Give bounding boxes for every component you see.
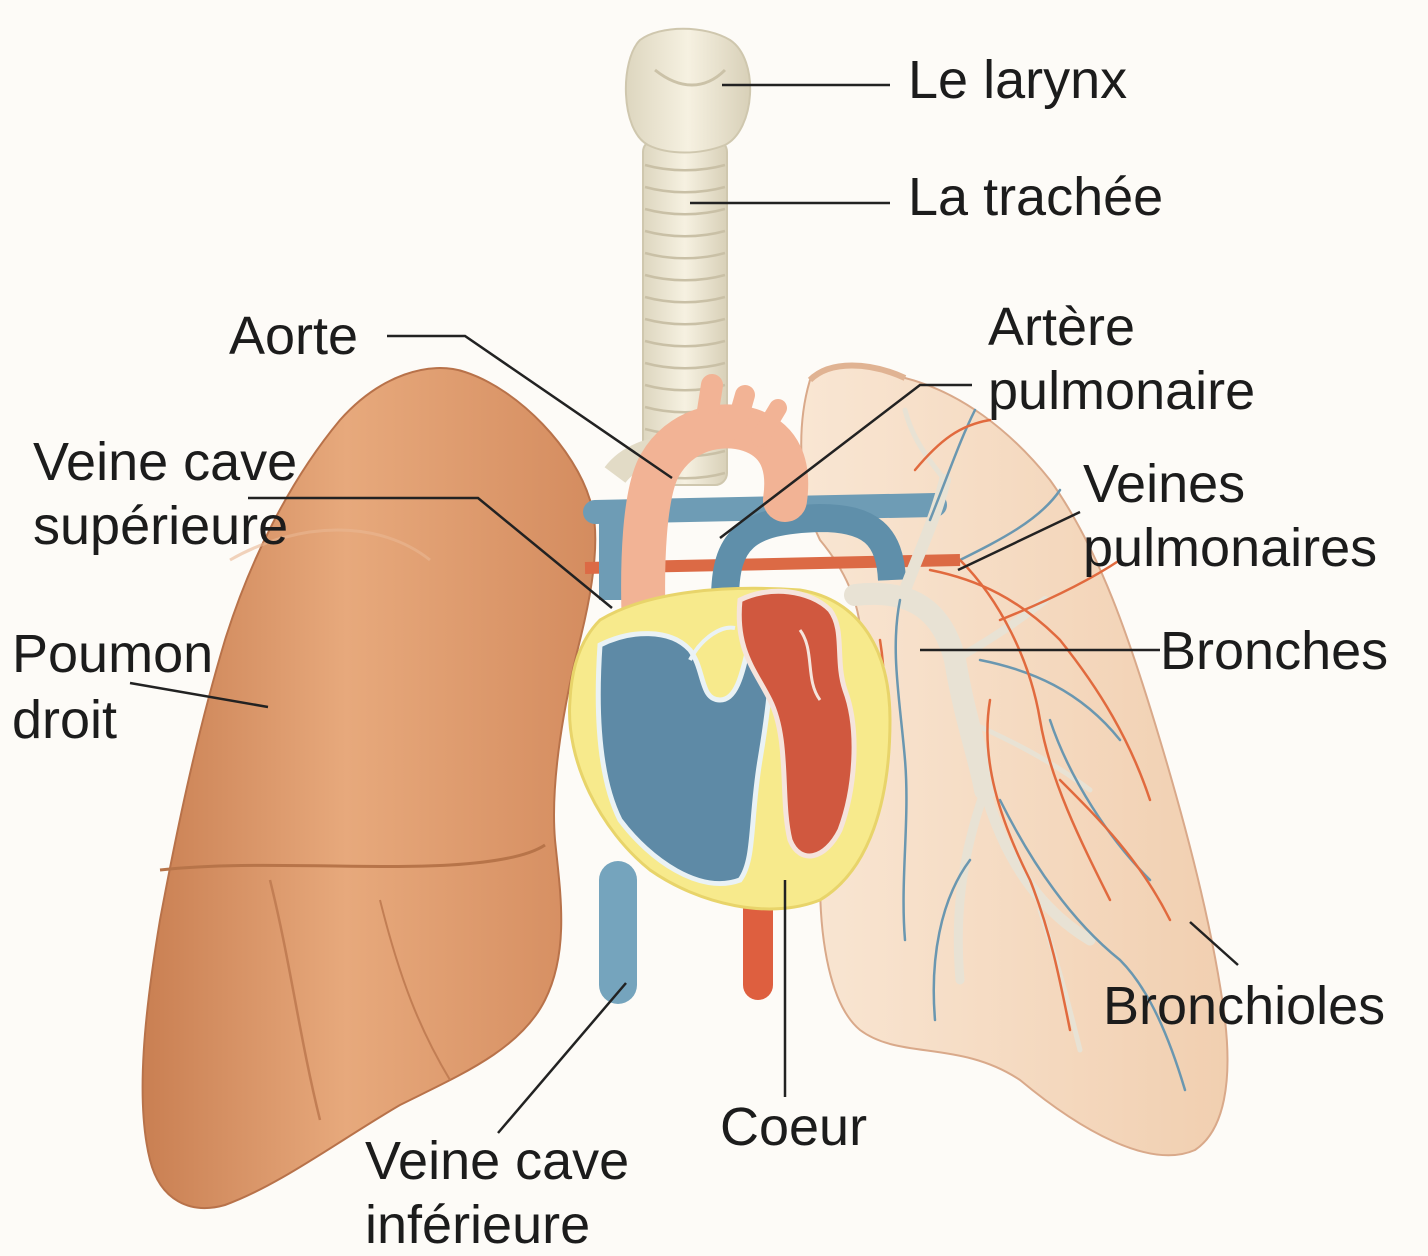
label-superior-vena-cava-line1: Veine cave (33, 431, 297, 493)
label-larynx: Le larynx (908, 49, 1127, 111)
label-pulmonary-artery-line2: pulmonaire (988, 360, 1255, 422)
label-pulmonary-artery-line1: Artère (988, 296, 1135, 358)
label-pulmonary-veins-line1: Veines (1083, 453, 1245, 515)
label-inferior-vena-cava-line2: inférieure (365, 1194, 590, 1256)
label-aorta: Aorte (229, 305, 358, 367)
heart (570, 588, 890, 909)
label-heart: Coeur (720, 1096, 867, 1158)
label-right-lung-line1: Poumon (12, 623, 213, 685)
label-inferior-vena-cava-line1: Veine cave (365, 1130, 629, 1192)
label-pulmonary-veins-line2: pulmonaires (1083, 517, 1377, 579)
label-bronchioles: Bronchioles (1103, 975, 1385, 1037)
label-right-lung-line2: droit (12, 689, 117, 751)
label-trachea: La trachée (908, 166, 1163, 228)
label-superior-vena-cava-line2: supérieure (33, 495, 288, 557)
label-bronchi: Bronches (1160, 620, 1388, 682)
